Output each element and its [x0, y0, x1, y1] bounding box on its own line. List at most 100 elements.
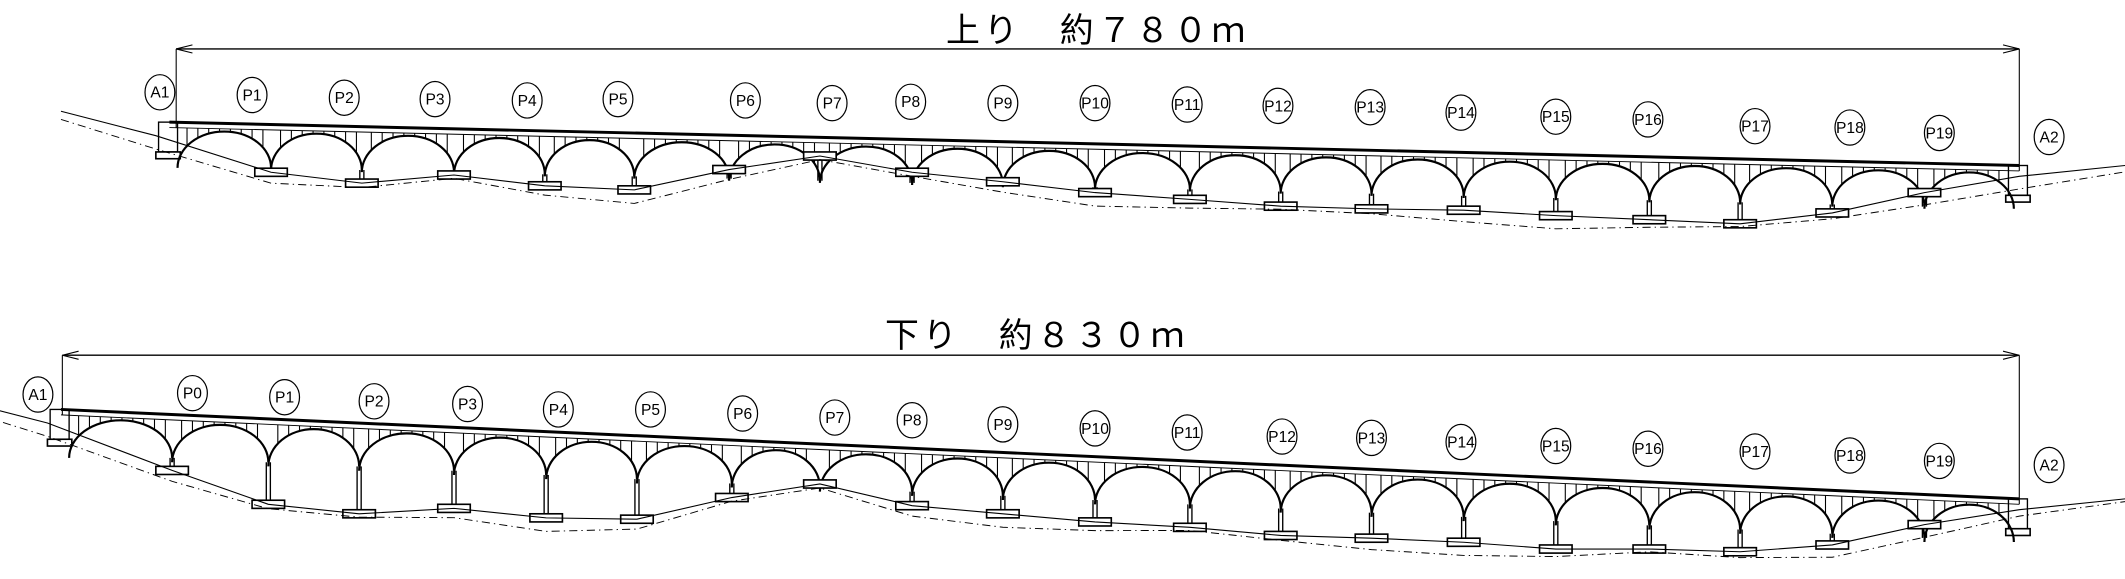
arch-rib — [358, 432, 456, 471]
support-label-circle — [634, 391, 667, 428]
arch-rib — [267, 428, 361, 467]
support-label: P3 — [458, 396, 477, 413]
arrowhead-left — [62, 350, 79, 360]
arch-rib — [545, 440, 639, 480]
support-label-circle — [1266, 418, 1298, 455]
support-label-circle — [819, 399, 851, 436]
support-label: P4 — [518, 93, 537, 110]
arch-rib — [1188, 470, 1282, 509]
support-label: P11 — [1174, 97, 1201, 114]
support-label: P15 — [1542, 109, 1570, 126]
support-label-circle — [176, 374, 208, 412]
support-label-circle — [1739, 107, 1771, 145]
support-label: P1 — [275, 390, 294, 407]
support-label: P17 — [1741, 444, 1769, 461]
support-label: P12 — [1264, 98, 1292, 115]
arch-rib — [1554, 162, 1651, 201]
support-label-circle — [2033, 118, 2065, 156]
abutment-footing — [2004, 194, 2031, 203]
support-label: P11 — [1174, 425, 1201, 442]
support-label-circle — [1445, 94, 1477, 131]
support-label: P6 — [733, 406, 752, 423]
arch-rib — [910, 457, 1004, 496]
abutment-footing — [2004, 527, 2031, 537]
support-label-circle — [729, 82, 761, 119]
arch-rib — [360, 134, 456, 173]
support-label: P5 — [641, 402, 660, 419]
support-label: P5 — [608, 92, 627, 109]
support-label-circle — [22, 376, 54, 413]
support-label-circle — [1923, 442, 1955, 480]
support-label: P10 — [1081, 421, 1109, 438]
support-label: A2 — [2040, 457, 2059, 474]
existing-ground-line — [0, 410, 2125, 553]
arch-rib — [1093, 151, 1191, 190]
support-label: P0 — [183, 386, 202, 403]
support-label: P8 — [901, 94, 920, 111]
arch-rib — [1093, 465, 1191, 505]
arch-rib — [1370, 158, 1465, 196]
arch-rib — [452, 436, 548, 475]
support-label: P19 — [1925, 453, 1953, 470]
support-label: P6 — [736, 93, 755, 110]
support-label-circle — [727, 395, 759, 432]
abutment-footing — [46, 438, 73, 447]
abutment-a1 — [49, 408, 70, 440]
arch-rib — [1462, 482, 1557, 522]
arch-rib — [1831, 499, 1926, 538]
support-label: P9 — [993, 417, 1012, 434]
support-label: P2 — [365, 394, 384, 411]
arch-rib — [1279, 156, 1373, 194]
support-label-circle — [511, 82, 543, 119]
arch-rib — [1648, 164, 1742, 203]
arch-rib — [543, 139, 636, 177]
support-label-circle — [1079, 84, 1111, 122]
arch-rib — [68, 419, 174, 458]
support-label: P8 — [903, 413, 922, 430]
support-label: P1 — [243, 87, 262, 104]
lower-title: 下り 約８３０ｍ — [885, 316, 1189, 355]
support-label: P2 — [335, 90, 354, 107]
support-label-circle — [2033, 446, 2065, 484]
arch-rib — [1279, 474, 1373, 513]
deck-soffit — [60, 414, 2020, 505]
arch-rib — [1462, 160, 1557, 198]
support-label-circle — [987, 406, 1019, 443]
arch-rib — [1554, 486, 1651, 526]
support-label-circle — [1540, 427, 1572, 465]
support-label-circle — [1739, 433, 1771, 470]
support-label-circle — [1445, 423, 1477, 461]
support-label-circle — [1834, 437, 1866, 474]
arch-rib — [633, 141, 731, 179]
support-label-circle — [328, 79, 360, 116]
support-label-circle — [1632, 430, 1664, 467]
support-label-circle — [144, 74, 176, 111]
arch-rib — [1739, 167, 1834, 205]
support-label-circle — [1171, 414, 1203, 451]
support-label-circle — [1923, 114, 1955, 152]
support-label-circle — [542, 391, 574, 428]
existing-ground-line — [60, 110, 2125, 225]
arch-rib — [818, 453, 914, 492]
support-label-circle — [1354, 88, 1386, 126]
support-label: A1 — [150, 85, 169, 102]
support-label: P16 — [1634, 112, 1662, 129]
arch-rib — [452, 136, 546, 175]
support-label: P13 — [1358, 430, 1386, 447]
arch-rib — [176, 130, 273, 168]
support-label-circle — [1834, 109, 1866, 146]
support-label-circle — [358, 383, 390, 420]
support-label: P12 — [1268, 429, 1296, 446]
support-label-circle — [1540, 98, 1572, 135]
arrowhead-right — [2002, 350, 2020, 360]
support-label-circle — [269, 379, 301, 416]
abutment-a2 — [2007, 498, 2029, 530]
support-label: P18 — [1836, 120, 1864, 137]
support-label: P14 — [1447, 434, 1475, 451]
support-label: P19 — [1925, 125, 1953, 142]
support-label: P16 — [1634, 441, 1662, 458]
support-label-circle — [236, 76, 268, 114]
ground-profile-line — [0, 421, 2125, 559]
